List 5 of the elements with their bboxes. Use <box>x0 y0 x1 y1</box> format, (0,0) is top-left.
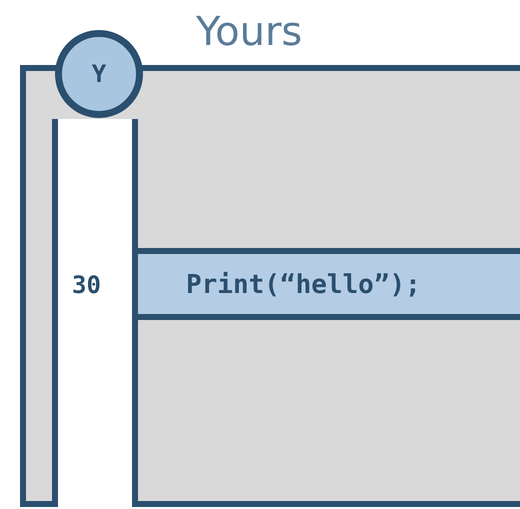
line-number-gutter <box>52 119 138 507</box>
user-initial: Y <box>92 60 106 88</box>
panel-title: Yours <box>196 9 302 55</box>
code-text: Print(“hello”); <box>186 270 421 300</box>
line-number: 30 <box>72 271 101 299</box>
